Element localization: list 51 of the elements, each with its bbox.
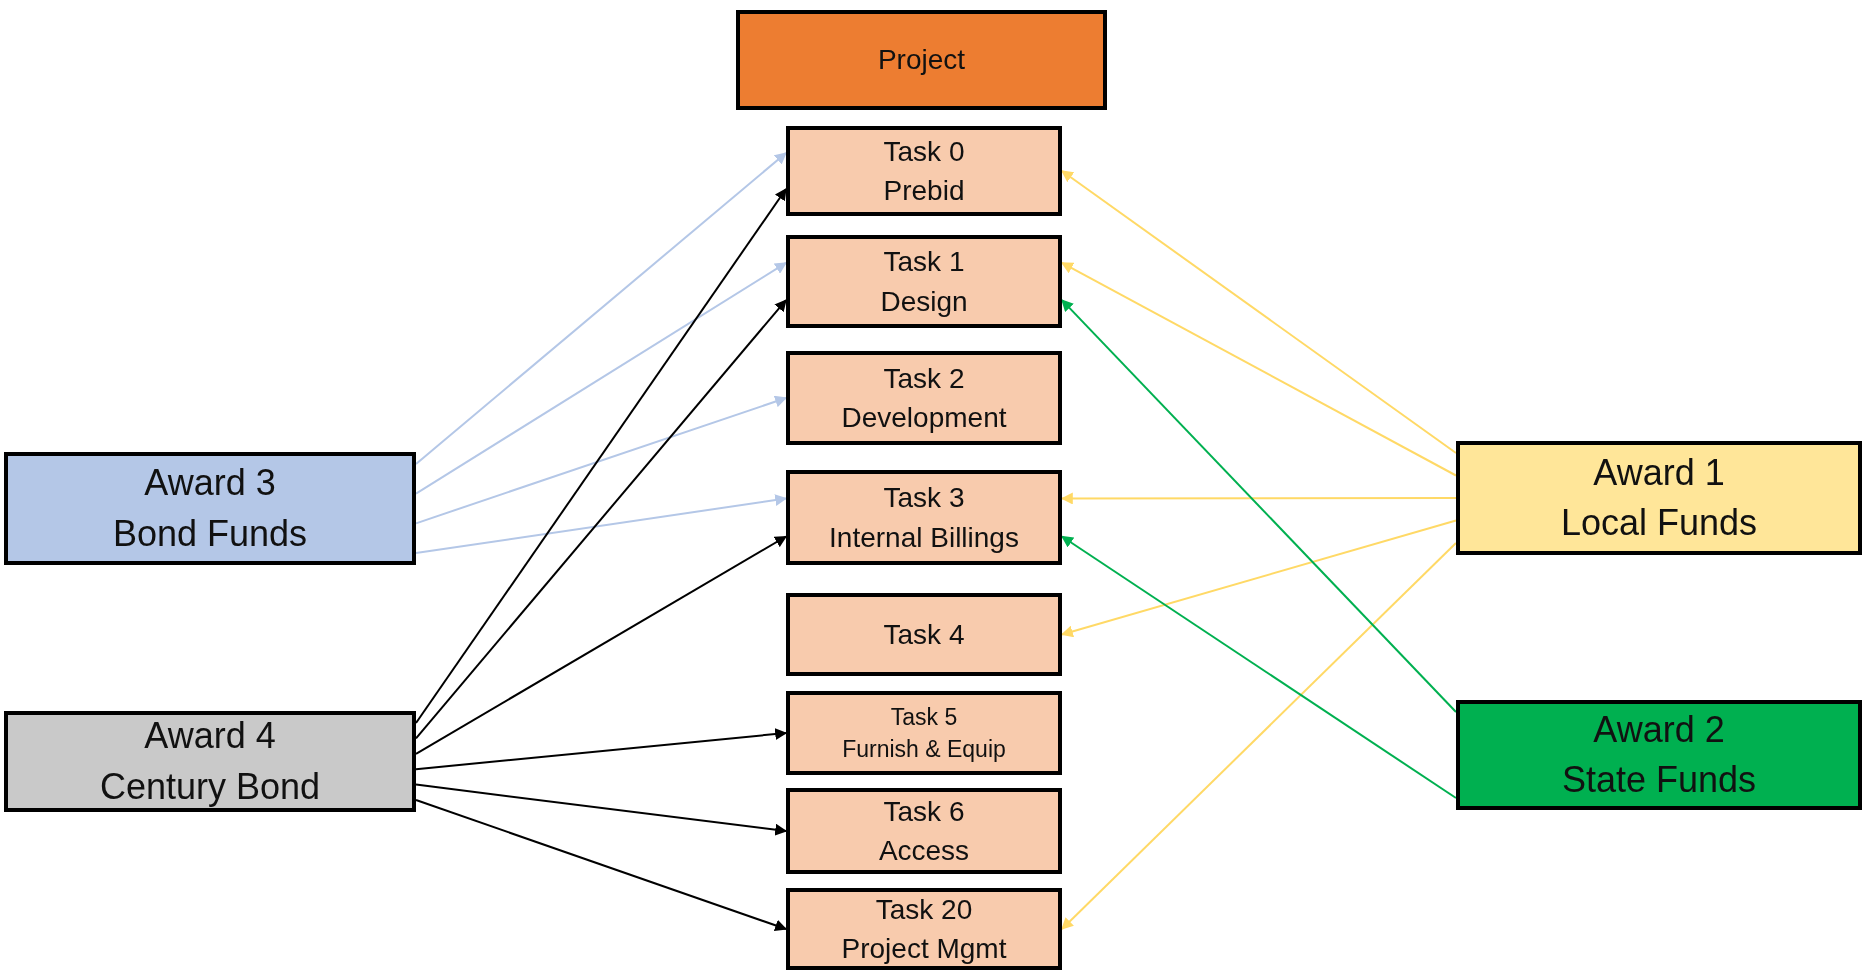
node-label: Task 0: [883, 134, 965, 169]
arrow: [415, 299, 787, 740]
node-label: Award 4: [144, 714, 276, 759]
award-box: [1456, 441, 1862, 555]
node-label: Design: [880, 284, 968, 319]
arrow: [1061, 170, 1457, 454]
arrow: [1061, 299, 1457, 713]
arrow: [415, 728, 788, 771]
node-label: Task 6: [883, 794, 965, 829]
task-box: [786, 593, 1062, 676]
arrow: [415, 783, 788, 836]
node-label: Task 1: [883, 245, 965, 280]
node-label: Access: [878, 834, 970, 868]
project-box: [736, 10, 1107, 110]
arrow: [1061, 535, 1457, 799]
task-box: [786, 126, 1062, 216]
node-label: Internal Billings: [829, 520, 1019, 555]
arrow: [415, 395, 788, 525]
node-label: Century Bond: [99, 764, 321, 809]
task-box: [786, 888, 1062, 970]
arrow: [415, 494, 788, 554]
node-label: Local Funds: [1560, 501, 1758, 545]
arrow: [415, 261, 787, 495]
award-box: [4, 711, 416, 812]
node-label: Bond Funds: [112, 511, 308, 556]
task-box: [786, 351, 1062, 445]
node-label: Award 2: [1593, 707, 1725, 752]
node-label: Project: [877, 43, 966, 78]
task-box: [786, 691, 1062, 775]
node-label: Task 2: [883, 361, 965, 396]
award-box: [4, 452, 416, 565]
task-box: [786, 470, 1062, 565]
node-label: Task 5: [890, 702, 958, 732]
node-label: Furnish & Equip: [842, 735, 1006, 764]
node-label: Award 1: [1593, 450, 1725, 495]
task-box: [786, 788, 1062, 874]
arrow: [415, 799, 788, 932]
arrow: [415, 152, 787, 465]
node-label: Task 3: [883, 481, 965, 516]
task-box: [786, 235, 1062, 328]
node-label: Development: [841, 401, 1007, 435]
node-label: Task 4: [883, 617, 965, 652]
award-box: [1456, 700, 1862, 810]
arrow: [415, 188, 787, 724]
node-label: Prebid: [883, 174, 965, 208]
arrow: [415, 535, 788, 755]
node-label: Project Mgmt: [841, 932, 1007, 966]
arrow: [1061, 542, 1457, 930]
node-label: Task 20: [875, 892, 973, 927]
node-label: State Funds: [1561, 758, 1757, 802]
node-label: Award 3: [144, 461, 276, 506]
